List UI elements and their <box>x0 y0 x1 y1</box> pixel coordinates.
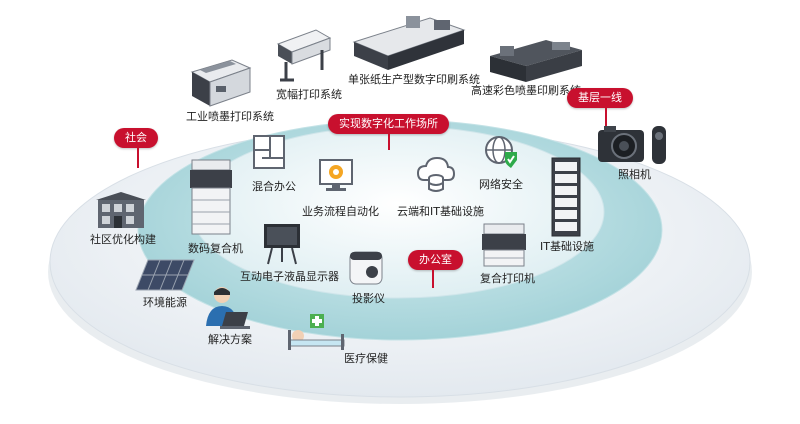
interactive-display-label: 互动电子液晶显示器 <box>240 270 339 283</box>
projector-icon <box>349 251 383 285</box>
digital-workplace-category-tag: 实现数字化工作场所 <box>328 114 449 134</box>
office-category-tag: 办公室 <box>408 250 463 270</box>
hospital-bed-icon <box>288 314 345 350</box>
projector-label: 投影仪 <box>352 292 385 305</box>
solutions-label: 解决方案 <box>208 333 252 346</box>
floor-plan-icon <box>253 135 285 169</box>
camera-label: 照相机 <box>618 168 651 181</box>
community-category-tag: 社会 <box>114 128 158 148</box>
community-building-icon <box>96 192 146 228</box>
healthcare-label: 医疗保健 <box>344 352 388 365</box>
interactive-display-icon <box>264 224 300 265</box>
solar-panel-icon <box>135 259 195 291</box>
frontline-category-tag: 基层一线 <box>567 88 633 108</box>
industrial-inkjet-printer-icon <box>190 59 252 107</box>
highspeed-inkjet-press-icon <box>490 40 582 82</box>
it-infrastructure-label: IT基础设施 <box>540 240 594 253</box>
monitor-gear-icon <box>319 159 353 191</box>
cutsheet-digital-label: 单张纸生产型数字印刷系统 <box>348 73 480 86</box>
frontline-tag-stem <box>605 108 607 126</box>
office-tag-stem <box>432 270 434 288</box>
hybrid-office-label: 混合办公 <box>252 180 296 193</box>
person-laptop-icon <box>206 287 250 329</box>
globe-shield-icon <box>485 136 517 168</box>
server-rack-icon <box>551 157 581 237</box>
digital-mfp-icon <box>190 159 232 235</box>
network-security-label: 网络安全 <box>479 178 523 191</box>
digital-workplace-tag-stem <box>388 134 390 150</box>
highspeed-inkjet-label: 高速彩色喷墨印刷系统 <box>471 84 581 97</box>
mfp-label: 复合打印机 <box>480 272 535 285</box>
industrial-inkjet-label: 工业喷墨打印系统 <box>186 110 274 123</box>
digital-mfp-label: 数码复合机 <box>188 242 243 255</box>
cloud-database-icon <box>416 156 456 192</box>
camera-icon <box>598 126 666 164</box>
environment-energy-label: 环境能源 <box>143 296 187 309</box>
compact-mfp-icon <box>482 223 526 267</box>
wide-format-printer-icon <box>276 29 332 82</box>
cutsheet-production-printer-icon <box>352 16 466 70</box>
community-building-label: 社区优化构建 <box>90 233 156 246</box>
wide-format-label: 宽幅打印系统 <box>276 88 342 101</box>
community-tag-stem <box>137 148 139 168</box>
cloud-it-label: 云端和IT基础设施 <box>397 205 484 218</box>
workflow-automation-label: 业务流程自动化 <box>302 205 379 218</box>
